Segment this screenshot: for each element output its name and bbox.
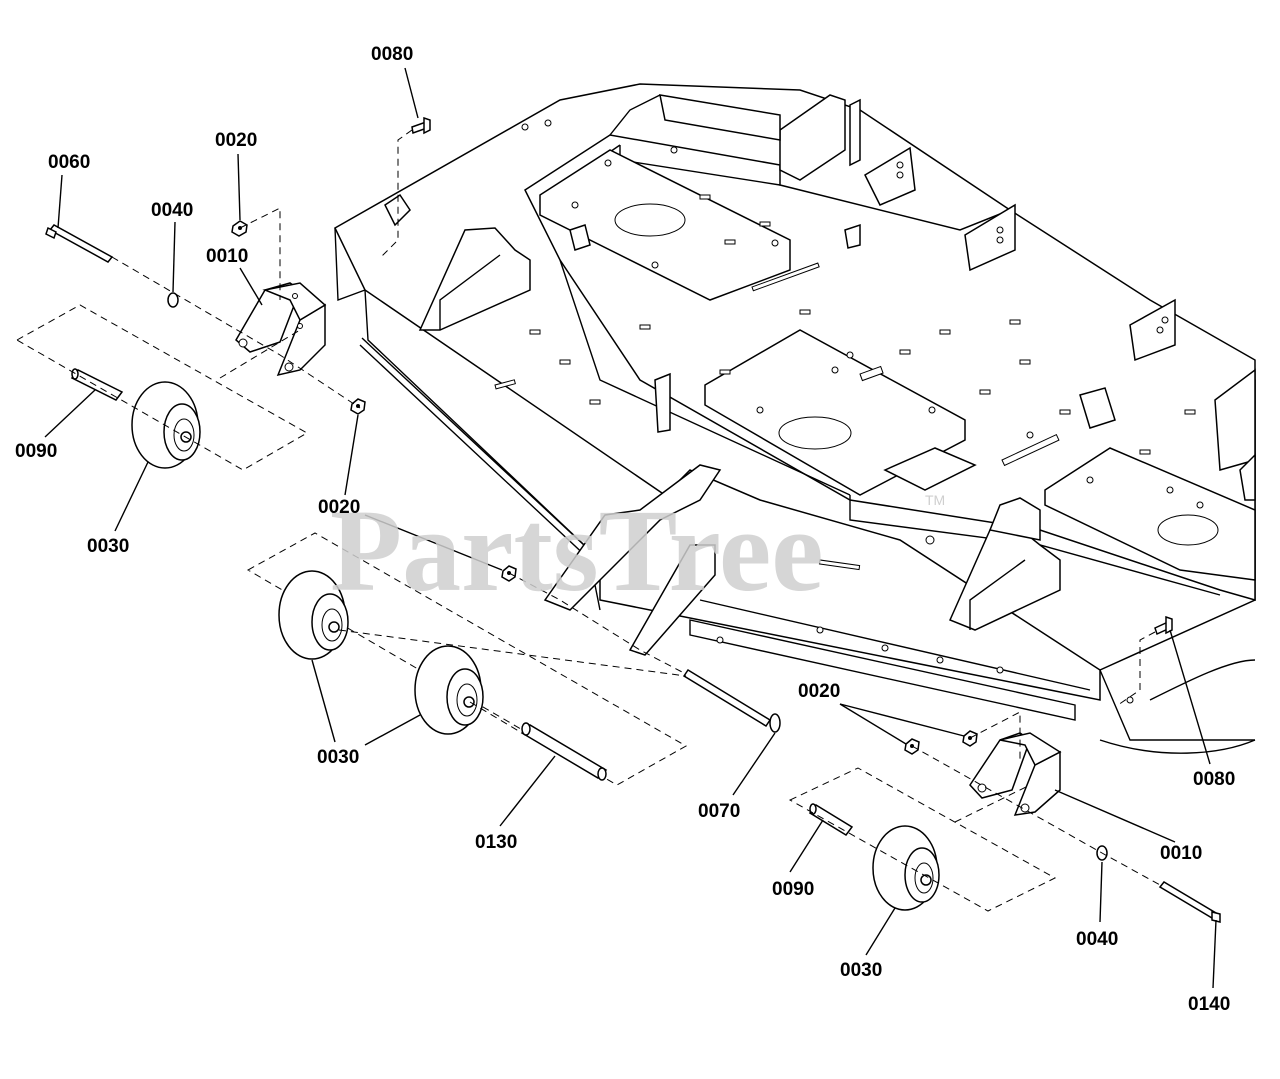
nut-0020-right-b xyxy=(962,730,978,747)
callout-0040-left: 0040 xyxy=(151,200,193,221)
spacer-0090-left xyxy=(70,368,124,401)
callout-0010-right: 0010 xyxy=(1160,843,1202,864)
wheel-0030-mid-lower xyxy=(414,645,484,735)
callout-0060: 0060 xyxy=(48,152,90,173)
wheel-0030-mid-upper xyxy=(278,570,349,660)
callout-labels: 0080 0020 0060 0040 0010 0090 0030 0020 … xyxy=(15,44,1235,1015)
callout-0020-right: 0020 xyxy=(798,681,840,702)
spacer-0090-right xyxy=(808,803,854,836)
callout-0130: 0130 xyxy=(475,832,517,853)
callout-0030-left: 0030 xyxy=(87,536,129,557)
watermark-trademark: TM xyxy=(925,492,945,508)
caster-bracket-0010-right xyxy=(969,732,1062,816)
wheel-0030-left xyxy=(131,381,201,469)
spacer-0130 xyxy=(520,722,608,781)
caster-bracket-0010-left xyxy=(235,282,327,377)
bolt-0080-right xyxy=(1117,615,1173,706)
bolt-0070 xyxy=(682,668,781,733)
nut-0020-left-lower xyxy=(350,398,366,415)
washer-0040-left xyxy=(167,292,179,308)
left-wheel-group xyxy=(15,207,366,471)
callout-0070: 0070 xyxy=(698,801,740,822)
callout-0030-right: 0030 xyxy=(840,960,882,981)
callout-0040-right: 0040 xyxy=(1076,929,1118,950)
bolt-0080-top xyxy=(379,116,431,259)
watermark-text: PartsTree xyxy=(330,485,824,616)
wheel-0030-right xyxy=(872,825,940,911)
bolt-0140 xyxy=(1158,881,1221,923)
right-wheel-group xyxy=(788,615,1221,923)
callout-0020-top: 0020 xyxy=(215,130,257,151)
callout-0090-left: 0090 xyxy=(15,441,57,462)
bolt-0060 xyxy=(45,224,114,263)
mower-deck xyxy=(334,83,1256,754)
callout-0080-top: 0080 xyxy=(371,44,413,65)
callout-0090-right: 0090 xyxy=(772,879,814,900)
callout-0080-right: 0080 xyxy=(1193,769,1235,790)
callout-0010-left: 0010 xyxy=(206,246,248,267)
middle-wheel-group xyxy=(246,532,781,786)
nut-0020-top xyxy=(231,220,248,237)
callout-0140: 0140 xyxy=(1188,994,1230,1015)
callout-0030-mid: 0030 xyxy=(317,747,359,768)
leader-lines xyxy=(44,67,1217,989)
callout-0020-mid: 0020 xyxy=(318,497,360,518)
